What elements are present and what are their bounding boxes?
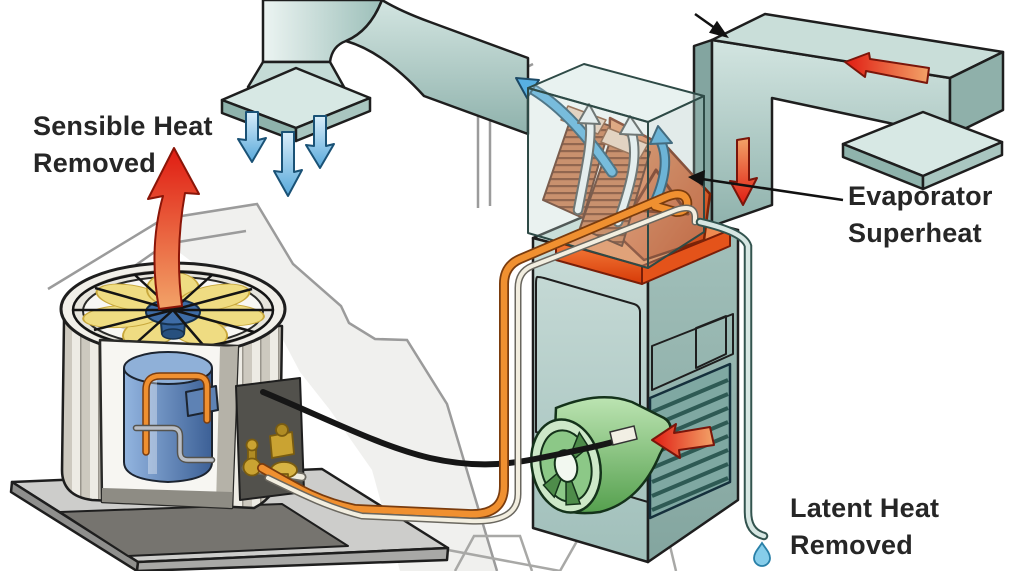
label-evaporator-superheat-line2: Superheat [848, 218, 982, 248]
ceiling-diffuser [220, 60, 372, 143]
blower-intake-arrow-icon [651, 423, 715, 459]
plenum [527, 63, 705, 269]
power-cable [260, 389, 638, 468]
label-latent-heat-line1: Latent Heat [790, 493, 940, 523]
callout-arrow-icon [688, 170, 705, 186]
label-latent-heat: Latent Heat Removed [790, 490, 939, 564]
label-latent-heat-line2: Removed [790, 530, 913, 560]
refrigerant-line-suction [257, 189, 693, 520]
cold-air-arrows-icon [237, 111, 335, 197]
compressor-pipes [132, 372, 216, 464]
return-air-down-arrow-icon [729, 137, 758, 206]
label-sensible-heat-line1: Sensible Heat [33, 111, 213, 141]
cable-connector [609, 425, 638, 446]
label-evaporator-superheat-line1: Evaporator [848, 181, 993, 211]
evaporator-callout-line [688, 170, 844, 202]
label-evaporator-superheat: Evaporator Superheat [848, 178, 993, 252]
water-droplet-icon [753, 541, 771, 567]
service-valve-panel [235, 377, 307, 501]
label-sensible-heat-line2: Removed [33, 148, 156, 178]
label-sensible-heat: Sensible Heat Removed [33, 108, 213, 182]
refrigerant-line-liquid [264, 204, 699, 525]
sensible-heat-arrow-icon [147, 147, 200, 310]
return-air-left-arrow-icon [844, 52, 930, 84]
supply-duct [220, 0, 530, 143]
black-callout-arrow-icon [694, 12, 729, 39]
condenser-unit [9, 147, 450, 571]
return-duct [692, 12, 1005, 233]
condensate-drain [695, 217, 769, 541]
return-register [841, 110, 1004, 191]
